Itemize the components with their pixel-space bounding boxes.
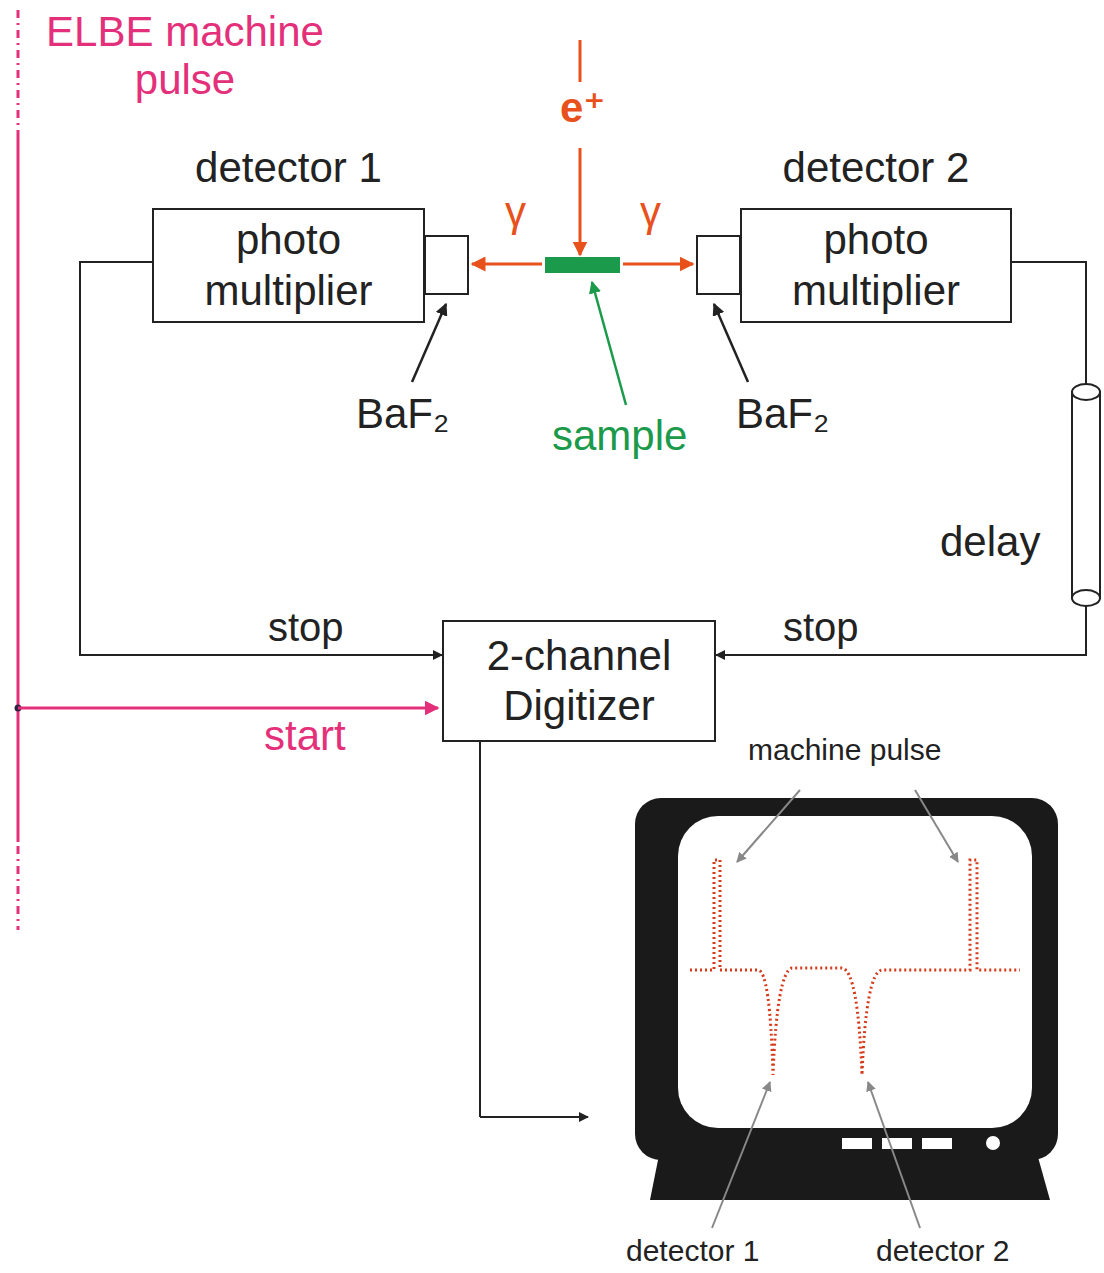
- wire-label: stop: [265, 605, 347, 650]
- gamma-label: γ: [640, 188, 661, 236]
- output-wire: [480, 1116, 588, 1118]
- detector-heading: detector 1: [195, 144, 382, 192]
- part-label: delay: [940, 518, 1040, 566]
- callout-label: machine pulse: [748, 733, 941, 768]
- positron-beam: [580, 40, 581, 255]
- box-text: photo multiplier: [755, 215, 997, 316]
- baf2-crystal: [425, 236, 468, 294]
- signal-title: ELBE machine pulse: [10, 8, 360, 105]
- part-label: BaF₂: [356, 390, 449, 438]
- signal-label: start: [264, 712, 346, 760]
- particle-label: e⁺: [560, 84, 606, 132]
- sample-bar: [545, 257, 620, 273]
- callout-label: detector 1: [626, 1234, 759, 1269]
- photomultiplier-box: detector 2photo multiplier: [740, 208, 1012, 323]
- leader-line: [592, 282, 626, 405]
- box-text: photo multiplier: [167, 215, 410, 316]
- callout-label: detector 2: [876, 1234, 1009, 1269]
- leader-line: [737, 790, 800, 862]
- baf2-crystal: [697, 236, 740, 294]
- part-label: BaF₂: [736, 390, 829, 438]
- machine-pulse-line: [15, 10, 439, 930]
- detector-heading: detector 2: [783, 144, 970, 192]
- leader-line: [868, 1082, 920, 1228]
- box-text: 2-channel Digitizer: [457, 631, 701, 732]
- gamma-label: γ: [505, 188, 526, 236]
- digitizer-box: 2-channel Digitizer: [442, 620, 716, 742]
- photomultiplier-box: detector 1photo multiplier: [152, 208, 425, 323]
- part-label: sample: [552, 412, 687, 460]
- wire-label: stop: [780, 605, 862, 650]
- gamma-arrow: [472, 263, 542, 266]
- monitor: [635, 798, 1058, 1200]
- leader-line: [915, 790, 958, 862]
- gamma-arrow: [623, 263, 693, 266]
- leader-line: [712, 1082, 770, 1228]
